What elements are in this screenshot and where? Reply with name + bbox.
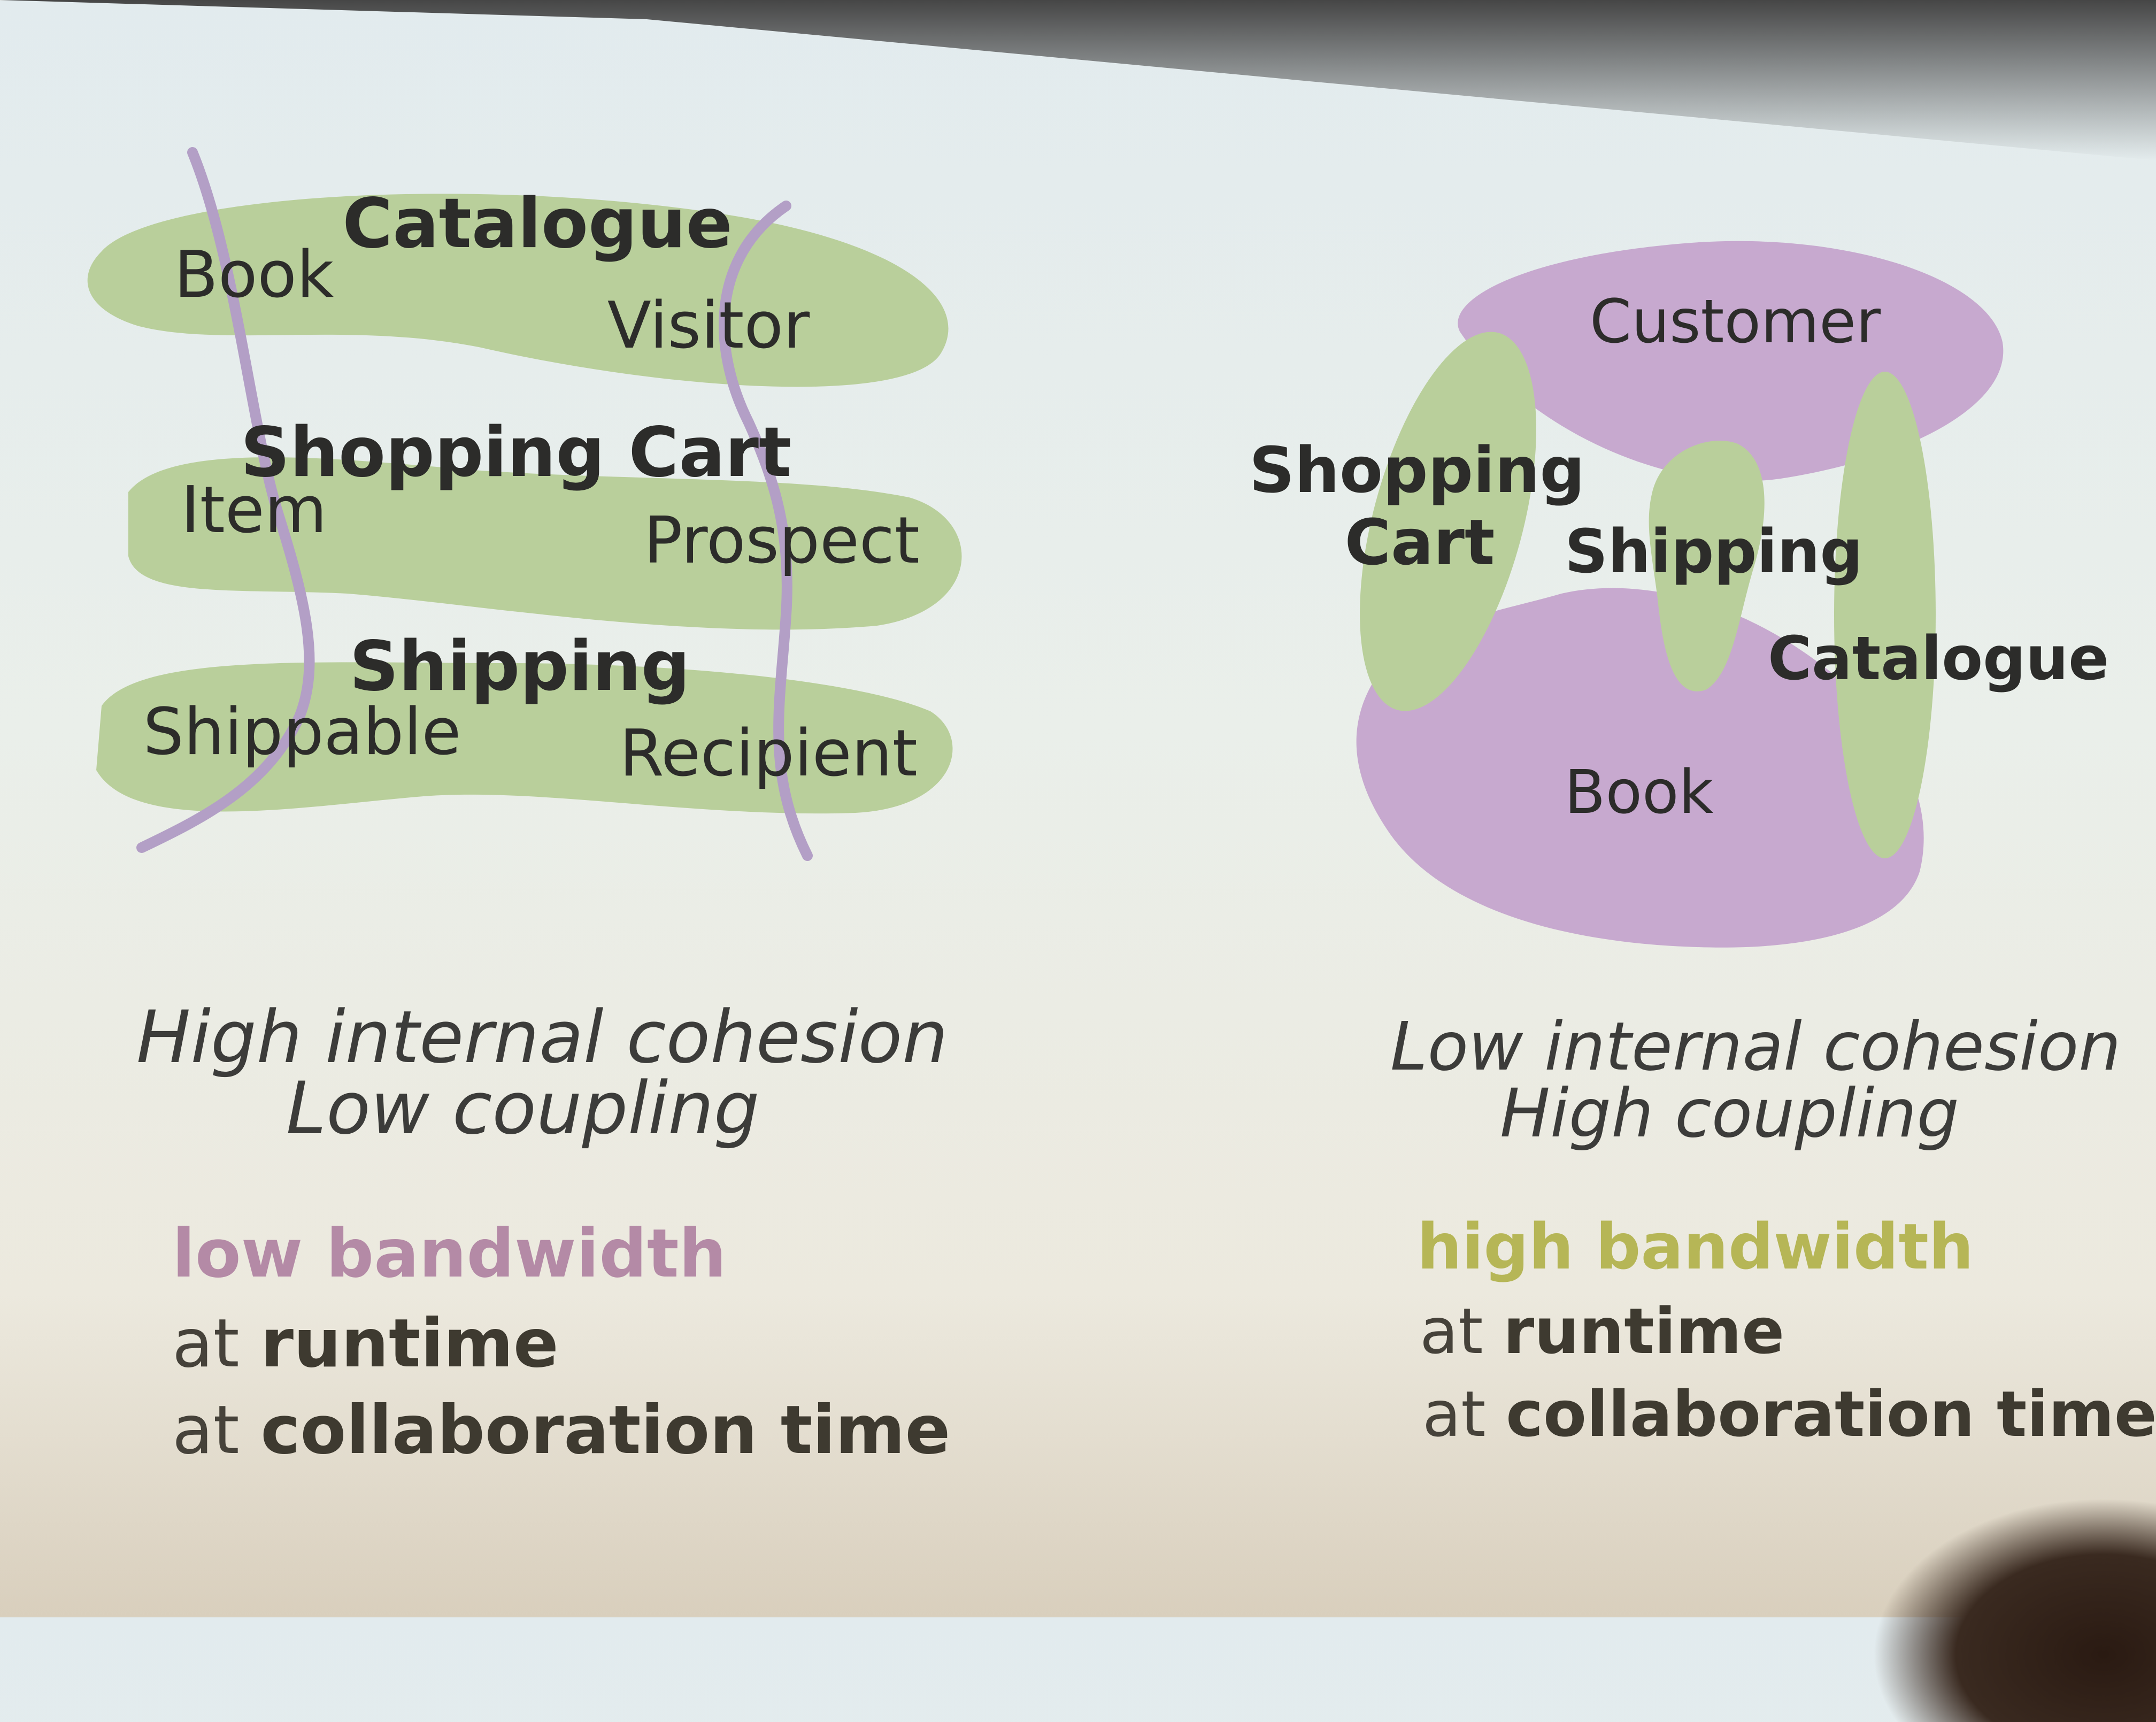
shopping-cart-context: [1360, 332, 1536, 711]
shipping-title: Shipping: [349, 627, 690, 706]
high-bandwidth-text: high bandwidth: [1417, 1210, 1974, 1283]
customer-label: Customer: [1590, 287, 1881, 357]
left-runtime-prefix: at: [172, 1305, 240, 1382]
book-blob: [1356, 588, 1924, 948]
low-bandwidth-text: low bandwidth: [172, 1215, 727, 1293]
shipping-label: Shipping: [1565, 517, 1862, 587]
right-collab-prefix: at: [1422, 1377, 1486, 1451]
left-collab-word: collaboration time: [260, 1392, 951, 1469]
shipping-band: [96, 662, 953, 814]
cart-label: Cart: [1345, 505, 1495, 579]
term-visitor: Visitor: [607, 289, 810, 363]
shopping-cart-band: [128, 457, 962, 630]
right-collab-word: collaboration time: [1506, 1377, 2156, 1451]
left-caption-coupling: Low coupling: [286, 1066, 760, 1150]
low-bandwidth-label: low bandwidth: [172, 1220, 727, 1287]
term-prospect: Prospect: [644, 504, 920, 578]
audience-head-silhouette: [1872, 1497, 2156, 1722]
shopping-label: Shopping: [1249, 433, 1585, 507]
left-collab-prefix: at: [172, 1392, 240, 1469]
term-item: Item: [181, 473, 327, 548]
term-recipient: Recipient: [619, 717, 918, 791]
right-runtime-word: runtime: [1503, 1294, 1785, 1368]
left-collab-line: at collaboration time: [172, 1397, 950, 1464]
term-book: Book: [174, 238, 334, 312]
right-caption-cohesion: Low internal cohesion: [1390, 1008, 2121, 1086]
right-caption-coupling: High coupling: [1500, 1075, 1959, 1152]
catalogue-label: Catalogue: [1768, 624, 2109, 694]
right-collab-line: at collaboration time: [1422, 1382, 2156, 1446]
shopping-cart-title: Shopping Cart: [241, 413, 791, 493]
right-runtime-line: at runtime: [1420, 1300, 1784, 1363]
left-runtime-word: runtime: [260, 1305, 559, 1382]
left-runtime-line: at runtime: [172, 1310, 559, 1377]
book-label: Book: [1565, 758, 1714, 827]
high-bandwidth-label: high bandwidth: [1417, 1215, 1974, 1278]
divider-line-right: [719, 201, 813, 861]
diagram-canvas: Catalogue Book Visitor Shopping Cart Ite…: [87, 147, 2109, 948]
catalogue-context: [1834, 372, 1936, 858]
divider-line-left: [136, 147, 315, 853]
term-shippable: Shippable: [143, 695, 461, 770]
catalogue-title: Catalogue: [342, 184, 732, 264]
right-runtime-prefix: at: [1420, 1294, 1483, 1368]
left-caption-cohesion: High internal cohesion: [136, 995, 948, 1079]
catalogue-band: [87, 194, 949, 387]
shipping-context: [1649, 441, 1765, 691]
